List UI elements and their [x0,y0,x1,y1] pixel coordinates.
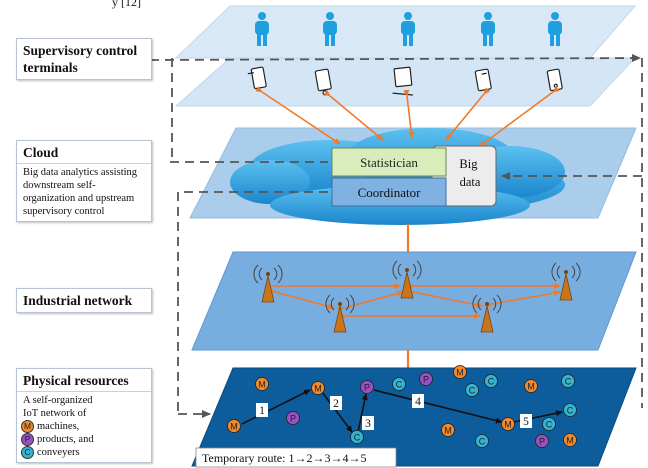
resource-node-c [350,430,364,444]
coordinator-box [331,177,447,207]
resource-node-letter: P [423,375,429,385]
resource-node-letter: C [565,377,572,387]
resource-node-c [475,434,489,448]
physical-title: Physical resources [23,373,129,388]
resource-node-letter: P [290,414,296,424]
operator-person-icon [255,12,562,46]
statistician-box [331,147,447,177]
network-plane [191,251,637,351]
big-data-label: Big data [459,157,480,189]
resource-node-letter: M [258,380,266,390]
svg-text:2: 2 [333,398,339,410]
resource-node-c [542,417,556,431]
resource-node-letter: M [314,384,322,394]
supervisory-feedback-dashed-line [149,54,641,63]
resource-node-letter: P [539,437,545,447]
physical-description-intro: A self-organized IoT network of [23,395,93,419]
legend-label: machines, [37,421,80,432]
resource-node-letter: C [469,386,476,396]
coordinator-down-dashed-line [177,191,328,412]
resource-node-m [311,381,325,395]
legend-label: products, and [37,434,94,445]
resource-node-letter: M [444,426,452,436]
supervisory-title: Supervisory control terminals [23,43,138,75]
network-label-box: Industrial network [16,288,152,313]
svg-text:3: 3 [365,418,371,430]
network-links [266,283,561,319]
svg-text:4: 4 [415,396,421,408]
resource-node-letter: M [230,422,238,432]
resource-node-c [484,374,498,388]
antenna-icon [253,260,581,333]
temporary-route-text: Temporary route: 1→2→3→4→5 [202,451,366,465]
resource-node-letter: P [364,383,370,393]
temporary-route-box [195,447,397,468]
resource-node-m [255,377,269,391]
resource-node-letter: C [354,433,361,443]
resource-node-p [535,434,549,448]
terminal-device-icon [247,66,563,96]
resource-node-c [563,403,577,417]
resource-node-c [561,374,575,388]
resource-node-p [286,411,300,425]
legend-node-icon: P [21,433,34,446]
svg-text:1: 1 [259,405,265,417]
resource-node-p [419,372,433,386]
legend-label: conveyers [37,447,80,458]
resource-node-c [392,377,406,391]
resource-node-m [441,423,455,437]
resource-node-letter: M [566,436,574,446]
temporary-route-arrows [241,389,563,433]
route-step-labels: 1 2 3 4 5 [256,394,532,430]
resource-node-letter: M [527,382,535,392]
resource-node-m [524,379,538,393]
cloud-title: Cloud [23,145,59,160]
resource-node-m [227,419,241,433]
resource-node-letter: C [488,377,495,387]
physical-plane [191,367,637,467]
header-fragment: y [12] [112,0,141,9]
legend-node-icon: C [21,446,34,459]
supervisory-label-box: Supervisory control terminals [16,38,152,80]
cloud-label-box: Cloud Big data analytics assisting downs… [16,140,152,222]
resource-node-letter: M [456,368,464,378]
resource-node-m [453,365,467,379]
terminal-cloud-links [255,86,560,147]
resource-node-letter: C [546,420,553,430]
resource-node-letter: C [396,380,403,390]
resource-node-m [563,433,577,447]
svg-text:5: 5 [523,416,529,428]
cloud-description: Big data analytics assisting downstream … [17,163,151,221]
network-title: Industrial network [23,293,133,308]
resource-node-p [360,380,374,394]
resource-node-letter: C [567,406,574,416]
legend-node-icon: M [21,420,34,433]
resource-node-m [501,417,515,431]
statistician-label: Statistician [360,155,418,170]
resource-node-c [465,383,479,397]
coordinator-label: Coordinator [358,185,421,200]
resource-node-letter: C [479,437,486,447]
resource-node-letter: M [504,420,512,430]
physical-label-box: Physical resources A self-organized IoT … [16,368,152,463]
